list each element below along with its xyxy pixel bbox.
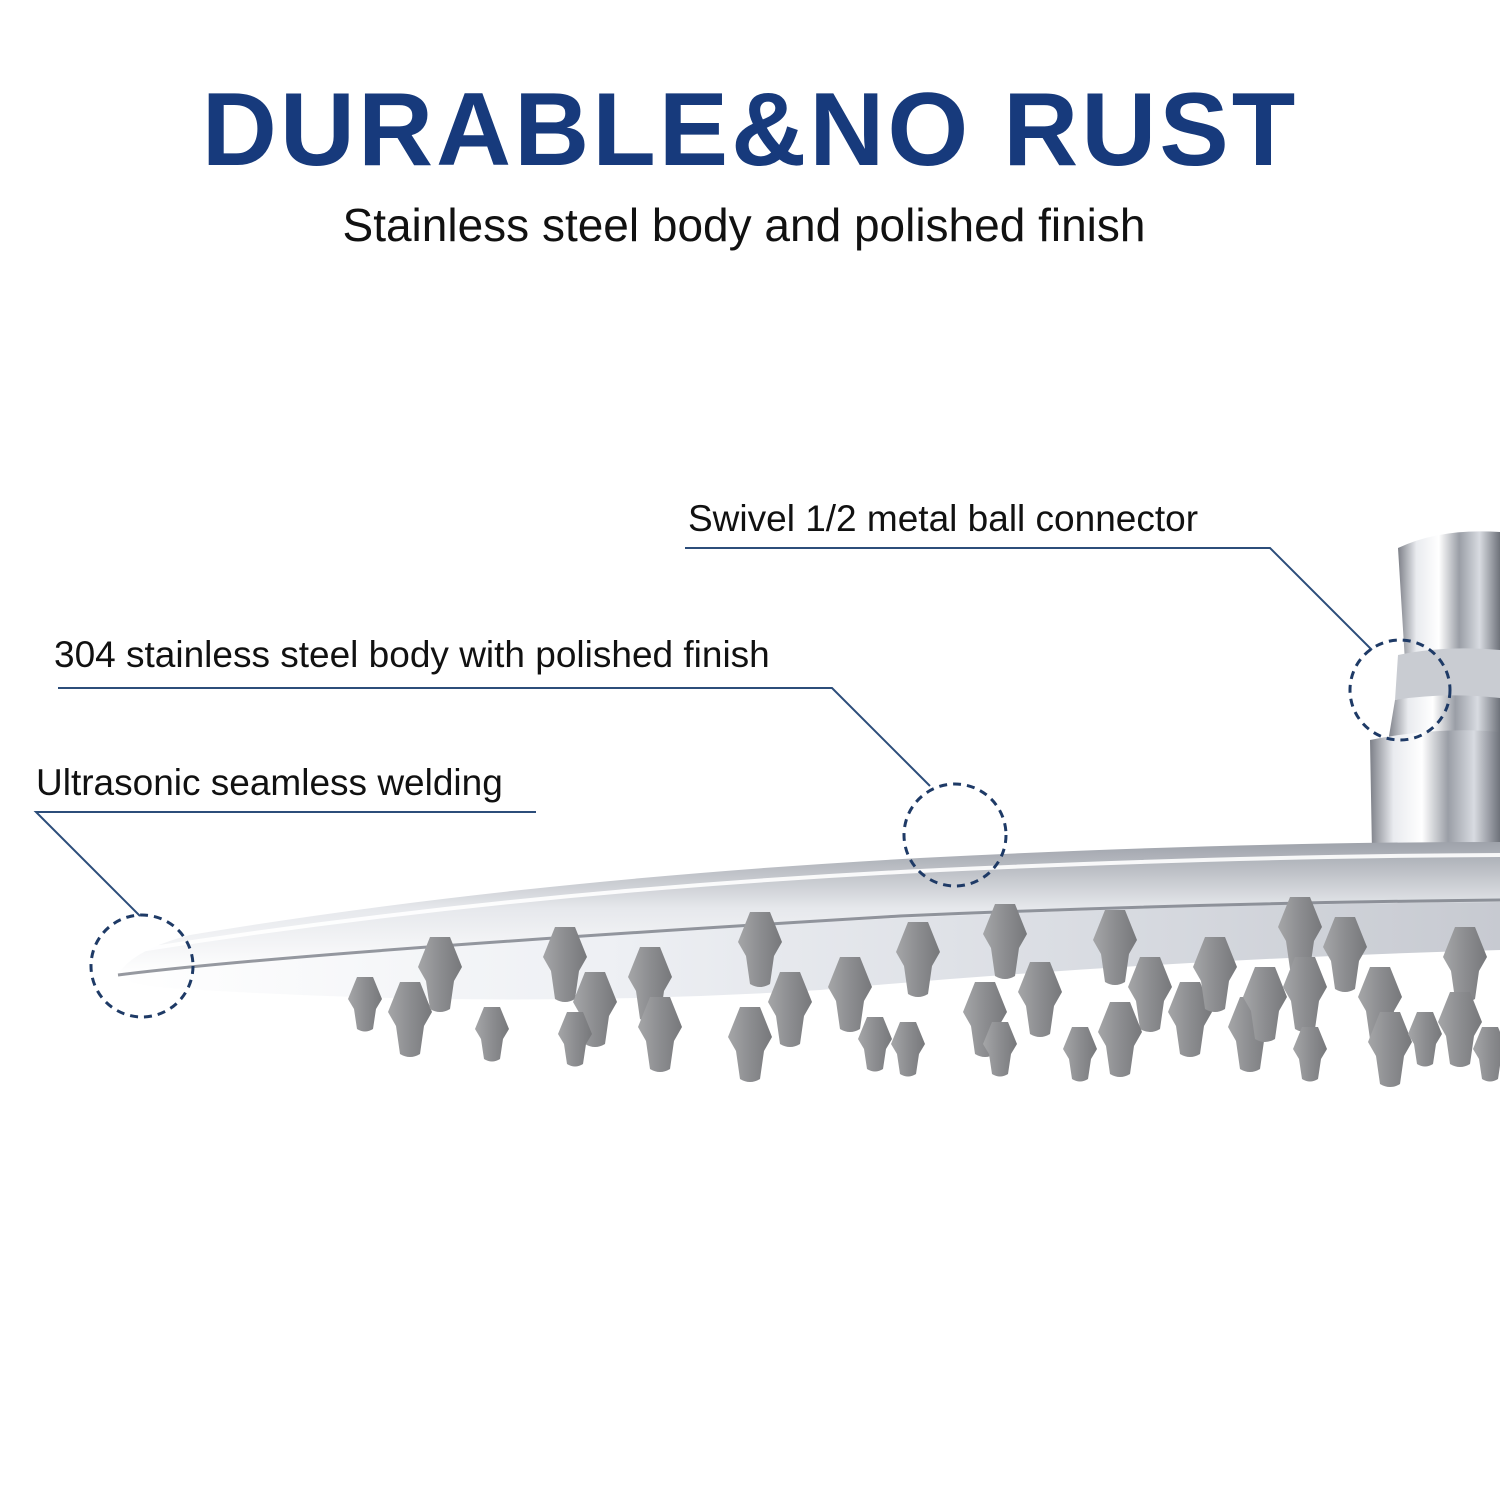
- callout-line-swivel: [685, 547, 1373, 651]
- ball-connector: [1370, 531, 1500, 852]
- callout-label-steel-body: 304 stainless steel body with polished f…: [54, 634, 770, 675]
- focus-circle-weld: [89, 913, 195, 1019]
- callout-label-welding: Ultrasonic seamless welding: [36, 762, 503, 803]
- callout-line-weld: [33, 811, 536, 917]
- subheadline: Stainless steel body and polished finish: [342, 199, 1146, 251]
- callout-label-swivel-connector: Swivel 1/2 metal ball connector: [688, 498, 1199, 539]
- focus-circle-body: [902, 782, 1008, 888]
- callout-lines: [33, 547, 1373, 917]
- callout-line-body: [58, 687, 931, 787]
- callout-circles: [89, 638, 1452, 1019]
- focus-circle-swivel: [1348, 638, 1452, 742]
- headline: DURABLE&NO RUST: [201, 72, 1299, 188]
